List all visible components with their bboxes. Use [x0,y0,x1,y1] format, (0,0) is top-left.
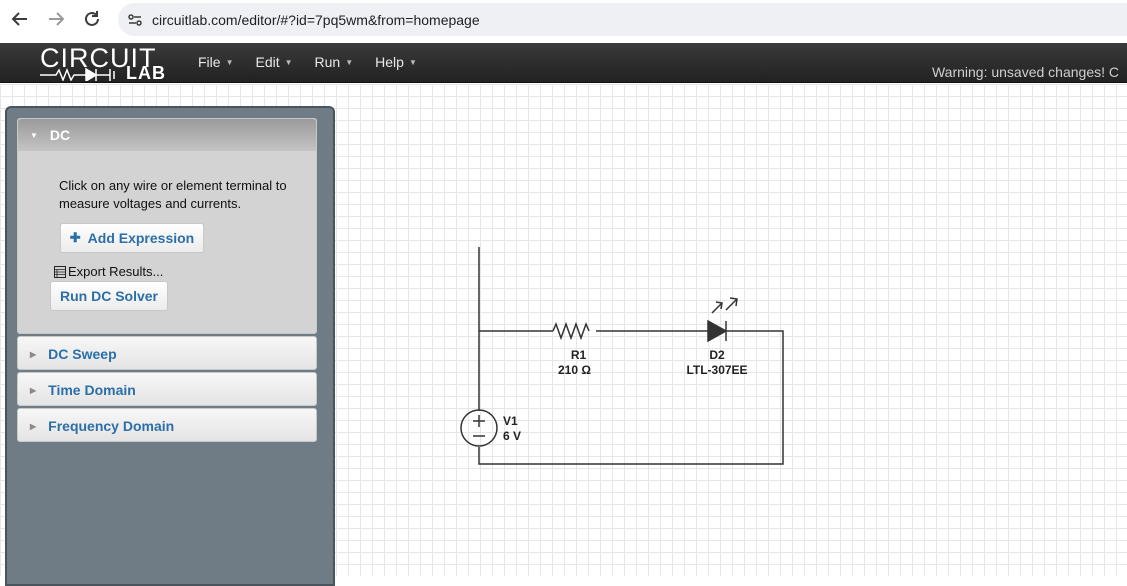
dc-description: Click on any wire or element terminal to… [59,178,287,211]
logo-circuit-text: CIRCUIT [40,43,157,73]
add-expression-label: Add Expression [87,230,195,246]
time-domain-title: Time Domain [48,382,136,398]
menu-help-label: Help [375,54,404,70]
resistor-r1[interactable] [552,321,590,341]
url-text: circuitlab.com/editor/#?id=7pq5wm&from=h… [152,11,480,28]
dc-sweep-panel[interactable]: ▶ DC Sweep [17,336,317,370]
main-menu: File ▼ Edit ▼ Run ▼ Help ▼ [198,54,439,70]
export-results-label: Export Results... [68,264,164,279]
plus-sign [473,415,485,427]
led-d2[interactable] [707,319,728,343]
dc-sweep-title: DC Sweep [48,346,117,362]
menu-file-label: File [198,54,221,70]
led-arrow-1 [711,301,723,314]
circuit-schematic [460,247,784,465]
circuitlab-logo[interactable]: CIRCUIT LAB [38,43,178,83]
export-results-link[interactable]: Export Results... [54,264,163,279]
dc-panel: ▼ DC Click on any wire or element termin… [17,118,317,334]
time-domain-panel[interactable]: ▶ Time Domain [17,372,317,406]
table-icon [54,265,66,278]
triangle-right-icon: ▶ [30,385,37,395]
run-dc-solver-button[interactable]: Run DC Solver [50,281,168,311]
site-settings-icon[interactable] [118,3,152,36]
menu-file[interactable]: File ▼ [198,54,233,70]
led-arrow-2 [725,297,738,311]
frequency-domain-header[interactable]: ▶ Frequency Domain [18,409,316,443]
add-expression-button[interactable]: ✚ Add Expression [60,223,204,253]
r1-name: R1 [570,348,587,362]
unsaved-warning: Warning: unsaved changes! C [931,64,1119,80]
arrow-left-icon [11,12,27,26]
menu-edit[interactable]: Edit ▼ [255,54,292,70]
time-domain-header[interactable]: ▶ Time Domain [18,373,316,407]
d2-label[interactable]: D2 LTL-307EE [686,348,748,378]
analysis-sidebar: ▼ DC Click on any wire or element termin… [5,106,335,586]
r1-value: 210 Ω [558,363,591,377]
d2-value: LTL-307EE [686,363,748,377]
frequency-domain-panel[interactable]: ▶ Frequency Domain [17,408,317,442]
voltage-source-v1[interactable] [460,409,498,447]
dc-sweep-header[interactable]: ▶ DC Sweep [18,337,316,371]
menu-run[interactable]: Run ▼ [315,54,354,70]
run-dc-solver-label: Run DC Solver [59,288,158,304]
forward-button[interactable] [38,1,74,37]
triangle-down-icon: ▼ [30,130,38,140]
frequency-domain-title: Frequency Domain [48,418,175,434]
logo-circuit-symbol-icon [40,67,115,81]
dc-panel-title: DC [49,127,71,143]
address-bar[interactable]: circuitlab.com/editor/#?id=7pq5wm&from=h… [118,3,1127,36]
triangle-right-icon: ▶ [30,421,37,431]
app-header: CIRCUIT LAB File ▼ Edit ▼ Run ▼ Help ▼ Warni… [0,43,1127,83]
menu-run-label: Run [314,54,341,70]
wire-right-bottom[interactable] [478,330,784,465]
triangle-right-icon: ▶ [30,349,37,359]
back-button[interactable] [2,1,38,37]
arrow-right-icon [49,12,65,26]
plus-icon: ✚ [69,230,81,245]
reload-icon [85,11,99,26]
menu-help[interactable]: Help ▼ [375,54,417,70]
caret-down-icon: ▼ [345,57,354,67]
v1-label[interactable]: V1 6 V [503,414,521,444]
d2-name: D2 [709,348,725,362]
menu-edit-label: Edit [255,54,280,70]
caret-down-icon: ▼ [284,57,293,67]
logo-lab-text: LAB [126,63,166,83]
reload-button[interactable] [74,1,110,37]
v1-name: V1 [503,414,518,428]
caret-down-icon: ▼ [225,57,234,67]
dc-panel-header[interactable]: ▼ DC [18,119,316,151]
caret-down-icon: ▼ [408,57,417,67]
r1-label[interactable]: R1 210 Ω [558,348,591,378]
v1-value: 6 V [503,429,522,443]
browser-toolbar: circuitlab.com/editor/#?id=7pq5wm&from=h… [0,0,1127,42]
